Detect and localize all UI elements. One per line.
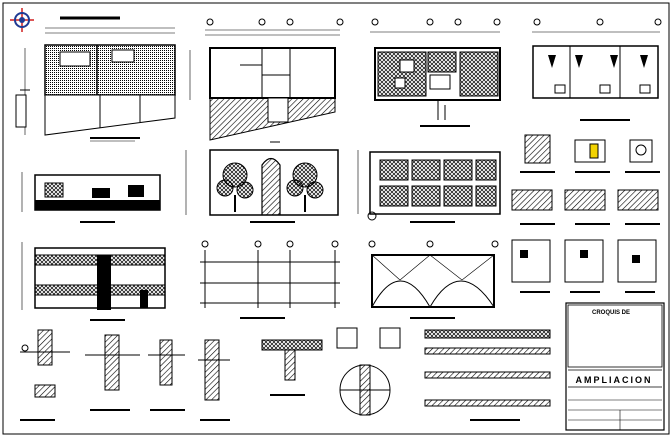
roof-framing-plan <box>368 240 499 319</box>
compass-logo-icon <box>10 8 34 32</box>
section-longitudinal <box>21 242 166 321</box>
footing-details <box>511 239 657 293</box>
title-block: CROQUIS DE AMPLIACION <box>565 302 665 431</box>
title-project-label: AMPLIACION <box>576 375 653 385</box>
installations-plan <box>532 18 662 121</box>
facade-grid <box>357 150 501 223</box>
floor-plan-upper <box>370 18 501 127</box>
floor-plan-proposed <box>189 18 344 143</box>
title-croquis-label: CROQUIS DE <box>592 310 630 316</box>
construction-details <box>20 327 551 421</box>
facade-decorative <box>185 149 339 223</box>
foundation-grid-plan <box>200 240 340 319</box>
elevation-front <box>21 172 161 223</box>
floor-plan-existing <box>15 16 176 142</box>
structural-details-small <box>511 134 660 225</box>
